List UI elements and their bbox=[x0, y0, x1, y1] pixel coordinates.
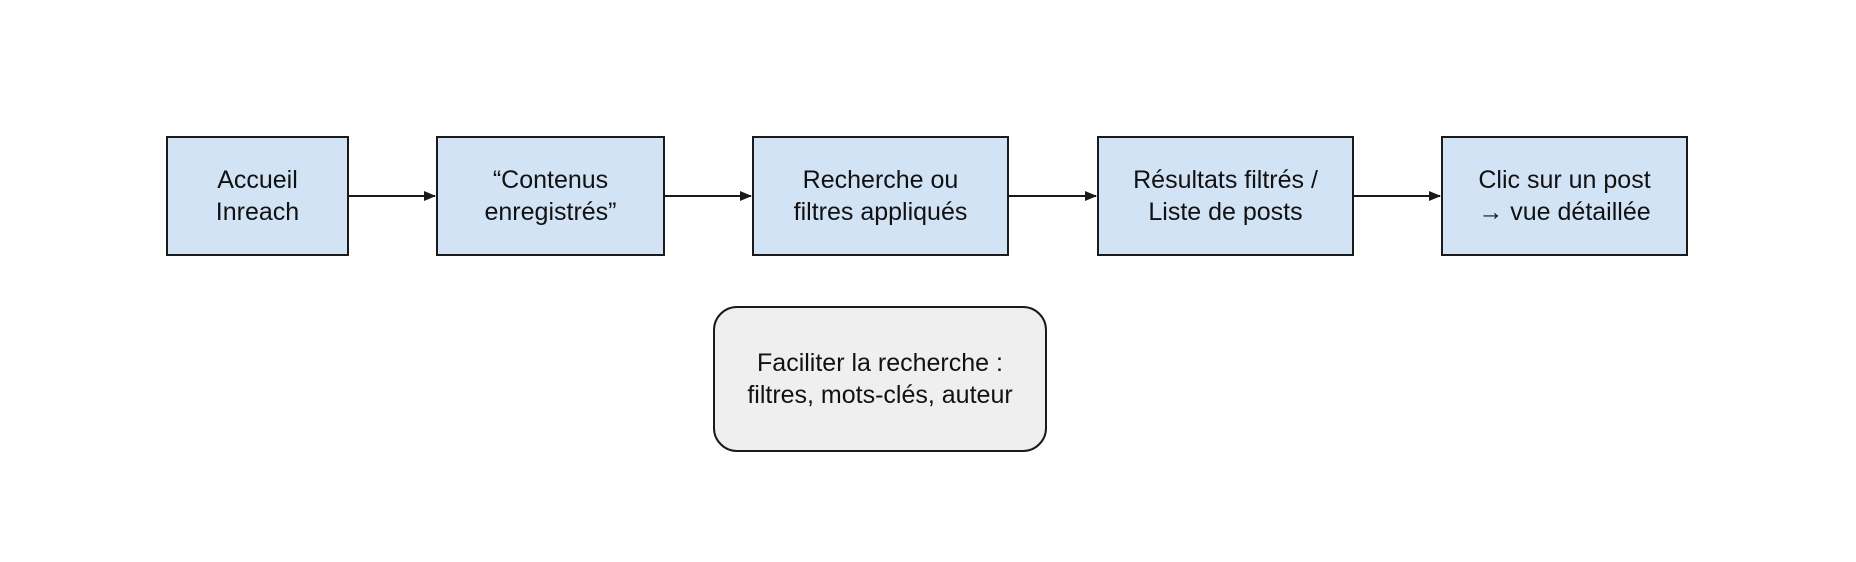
step-label: Résultats filtrés / Liste de posts bbox=[1133, 166, 1318, 226]
step-label: Clic sur un post → vue détaillée bbox=[1478, 166, 1651, 226]
step-resultats-filtres: Résultats filtrés / Liste de posts bbox=[1097, 136, 1354, 256]
step-recherche-filtres: Recherche ou filtres appliqués bbox=[752, 136, 1009, 256]
step-label: Recherche ou filtres appliqués bbox=[793, 166, 968, 226]
step-accueil-inreach: Accueil Inreach bbox=[166, 136, 349, 256]
step-label: “Contenus enregistrés” bbox=[484, 166, 617, 226]
step-clic-post: Clic sur un post → vue détaillée bbox=[1441, 136, 1688, 256]
step-label: Accueil Inreach bbox=[215, 166, 300, 226]
note-label: Faciliter la recherche : filtres, mots-c… bbox=[747, 349, 1013, 409]
step-contenus-enregistres: “Contenus enregistrés” bbox=[436, 136, 665, 256]
note-box: Faciliter la recherche : filtres, mots-c… bbox=[713, 306, 1047, 452]
